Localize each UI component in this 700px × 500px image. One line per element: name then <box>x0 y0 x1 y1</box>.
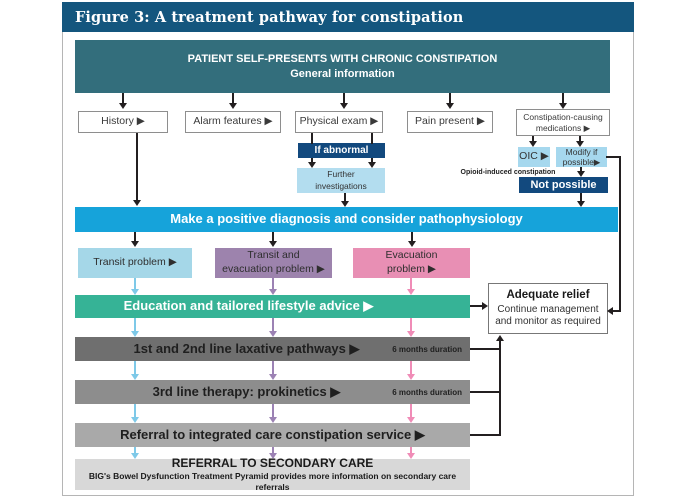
oic-box[interactable]: OIC ▶ <box>518 147 550 167</box>
arrow-pink-4 <box>407 404 415 423</box>
alarm-features-label: Alarm features ▶ <box>193 115 273 128</box>
pain-present-label: Pain present ▶ <box>415 115 485 128</box>
prokinetics-duration-label: 6 months duration <box>392 387 462 397</box>
arrow-notpossible-to-diagnosis <box>577 193 585 207</box>
adequate-relief-title: Adequate relief <box>506 289 590 302</box>
arrow-education-to-adequate <box>470 302 488 310</box>
arrow-to-history <box>119 93 127 109</box>
arrow-purple-5 <box>269 447 277 459</box>
arrow-meds-to-modify <box>576 136 584 147</box>
physical-exam-box[interactable]: Physical exam ▶ <box>295 111 383 133</box>
oic-label: OIC ▶ <box>519 150 549 163</box>
figure-header: Figure 3: A treatment pathway for consti… <box>62 2 634 32</box>
constipation-medications-box[interactable]: Constipation-causing medications ▶ <box>516 109 610 136</box>
further-line2: investigations <box>315 180 367 191</box>
prokinetics-label: 3rd line therapy: prokinetics ▶ <box>152 384 341 399</box>
medications-line2: medications ▶ <box>535 122 591 133</box>
further-line1: Further <box>327 169 355 180</box>
arrow-into-adequate-right <box>607 307 621 315</box>
arrow-history-to-diagnosis <box>133 133 141 206</box>
pain-present-box[interactable]: Pain present ▶ <box>407 111 493 133</box>
modify-line2: possible▶ <box>562 157 601 167</box>
physical-exam-label: Physical exam ▶ <box>299 115 379 128</box>
transit-problem-label: Transit problem ▶ <box>93 256 177 269</box>
arrow-diagnosis-to-evacuation <box>408 232 416 247</box>
line-modify-down <box>619 156 621 311</box>
evacuation-problem-box[interactable]: Evacuation problem ▶ <box>353 248 470 278</box>
prokinetics-bar[interactable]: 3rd line therapy: prokinetics ▶ 6 months… <box>75 380 470 404</box>
line-physical-right <box>371 133 373 144</box>
figure-title: Figure 3: A treatment pathway for consti… <box>75 8 464 26</box>
arrow-abnormal-left <box>308 158 316 168</box>
transit-evac-line2: evacuation problem ▶ <box>222 263 325 275</box>
education-label: Education and tailored lifestyle advice … <box>123 298 374 314</box>
patient-box: PATIENT SELF-PRESENTS WITH CHRONIC CONST… <box>75 40 610 93</box>
patient-line2: General information <box>290 67 395 80</box>
arrow-abnormal-right <box>368 158 376 168</box>
secondary-care-subtitle: BIG's Bowel Dysfunction Treatment Pyrami… <box>88 471 457 493</box>
further-investigations-box: Further investigations <box>297 168 385 193</box>
arrow-modify-to-notpossible <box>577 167 585 177</box>
arrow-further-to-diagnosis <box>341 193 349 207</box>
arrow-meds-to-oic <box>529 136 537 147</box>
transit-evac-line1: Transit and <box>247 249 300 262</box>
adequate-relief-line2: and monitor as required <box>495 316 601 328</box>
diagnosis-bar: Make a positive diagnosis and consider p… <box>75 207 618 232</box>
evacuation-line1: Evacuation <box>385 249 438 262</box>
arrow-to-pain <box>446 93 454 109</box>
diagnosis-label: Make a positive diagnosis and consider p… <box>170 211 523 227</box>
arrow-purple-3 <box>269 361 277 380</box>
education-bar[interactable]: Education and tailored lifestyle advice … <box>75 295 470 318</box>
history-label: History ▶ <box>101 115 145 128</box>
secondary-care-box: REFERRAL TO SECONDARY CARE BIG's Bowel D… <box>75 455 470 493</box>
line-modify-right <box>606 156 621 158</box>
transit-evacuation-box[interactable]: Transit and evacuation problem ▶ <box>215 248 332 278</box>
arrow-pink-2 <box>407 318 415 337</box>
arrow-diagnosis-to-transit <box>131 232 139 247</box>
line-physical-left <box>311 133 313 144</box>
arrow-diagnosis-to-transitevac <box>269 232 277 247</box>
arrow-blue-3 <box>131 361 139 380</box>
evacuation-line2: problem ▶ <box>387 263 436 275</box>
arrow-to-medications <box>559 93 567 109</box>
laxative-duration-label: 6 months duration <box>392 344 462 354</box>
line-laxative-right <box>470 348 500 350</box>
arrow-pink-3 <box>407 361 415 380</box>
arrow-purple-4 <box>269 404 277 423</box>
arrow-to-alarm <box>229 93 237 109</box>
modify-if-possible-box[interactable]: Modify if possible▶ <box>556 147 607 167</box>
line-integrated-right <box>470 434 500 436</box>
arrow-blue-2 <box>131 318 139 337</box>
arrow-to-physical <box>340 93 348 109</box>
secondary-care-title: REFERRAL TO SECONDARY CARE <box>171 455 374 470</box>
laxative-pathways-label: 1st and 2nd line laxative pathways ▶ <box>133 341 360 356</box>
arrow-purple-2 <box>269 318 277 337</box>
integrated-care-bar[interactable]: Referral to integrated care constipation… <box>75 423 470 447</box>
if-abnormal-label: If abnormal <box>314 145 369 156</box>
medications-line1: Constipation-causing <box>523 111 603 122</box>
arrow-blue-4 <box>131 404 139 423</box>
laxative-pathways-bar[interactable]: 1st and 2nd line laxative pathways ▶ 6 m… <box>75 337 470 361</box>
alarm-features-box[interactable]: Alarm features ▶ <box>185 111 281 133</box>
arrow-blue-1 <box>131 278 139 295</box>
arrow-pink-5 <box>407 447 415 459</box>
arrow-collector-to-adequate <box>496 335 504 436</box>
patient-line1: PATIENT SELF-PRESENTS WITH CHRONIC CONST… <box>187 53 498 66</box>
opioid-induced-note: Opioid-induced constipation <box>460 169 556 176</box>
adequate-relief-line1: Continue management <box>497 303 599 315</box>
line-prokinetics-right <box>470 391 500 393</box>
modify-line1: Modify if <box>565 146 598 157</box>
arrow-pink-1 <box>407 278 415 295</box>
arrow-purple-1 <box>269 278 277 295</box>
history-box[interactable]: History ▶ <box>78 111 168 133</box>
not-possible-banner: Not possible <box>519 177 608 193</box>
integrated-care-label: Referral to integrated care constipation… <box>120 427 425 442</box>
not-possible-label: Not possible <box>530 178 597 191</box>
if-abnormal-banner: If abnormal <box>298 143 385 158</box>
transit-problem-box[interactable]: Transit problem ▶ <box>78 248 192 278</box>
arrow-blue-5 <box>131 447 139 459</box>
adequate-relief-box: Adequate relief Continue management and … <box>488 283 608 334</box>
